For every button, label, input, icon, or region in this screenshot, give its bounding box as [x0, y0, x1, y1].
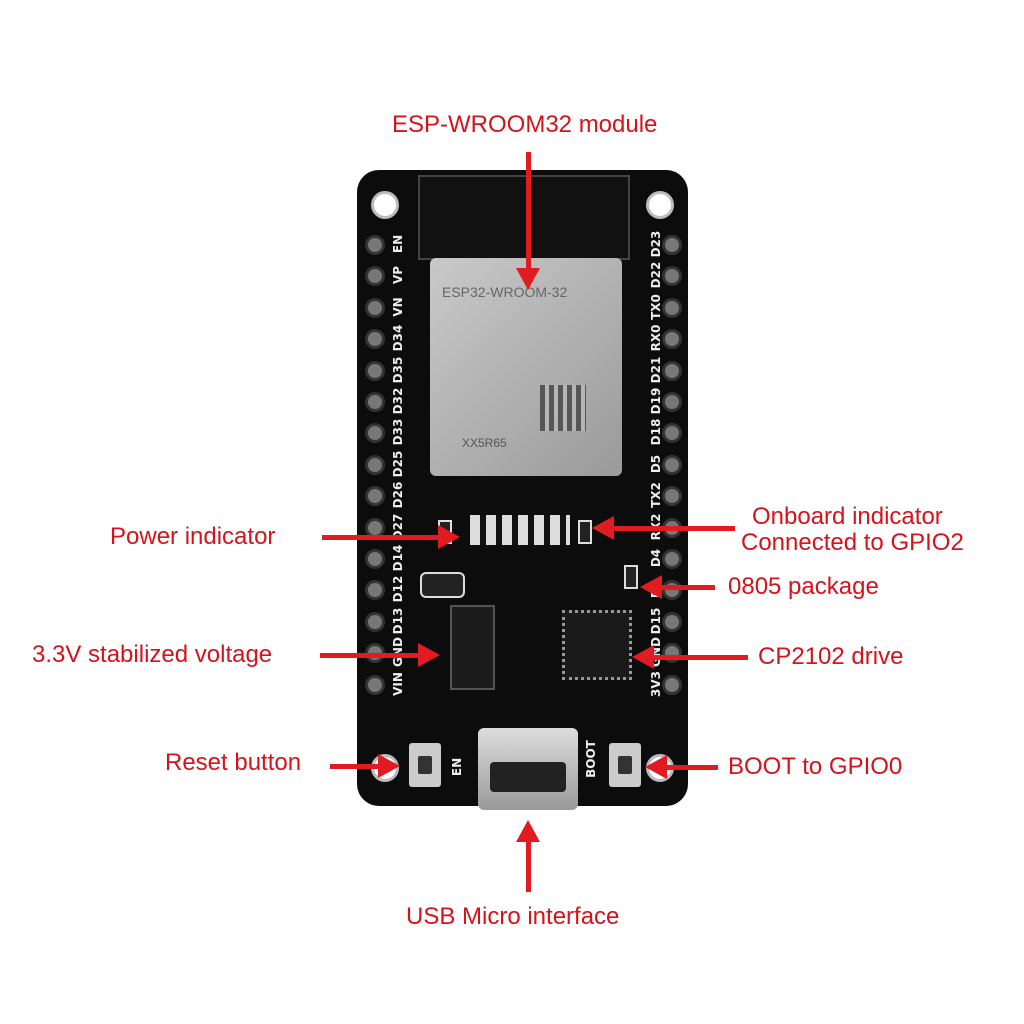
- label-power-indicator: Power indicator: [110, 523, 276, 550]
- label-module: ESP-WROOM32 module: [392, 111, 658, 138]
- arrow-module: [526, 152, 531, 270]
- arrow-head: [645, 755, 667, 779]
- header-pin: [665, 395, 679, 409]
- arrow-head: [438, 525, 460, 549]
- header-pin: [368, 426, 382, 441]
- label-cp2102: CP2102 drive: [758, 643, 904, 670]
- arrow-power: [322, 535, 440, 540]
- header-pin: [665, 614, 679, 629]
- header-pin: [368, 489, 382, 504]
- header-pin: [665, 300, 679, 315]
- arrow-head: [516, 268, 540, 290]
- header-pin: [665, 363, 679, 378]
- 0805-resistor: [624, 565, 638, 589]
- reset-button[interactable]: [409, 743, 441, 787]
- arrow-usb: [526, 840, 531, 892]
- en-label: EN: [450, 757, 464, 777]
- voltage-regulator: [450, 605, 495, 690]
- header-pin: [368, 395, 382, 409]
- antenna-area: [418, 175, 630, 260]
- label-regulator: 3.3V stabilized voltage: [32, 641, 273, 668]
- header-pin: [368, 269, 382, 284]
- header-pin: [665, 426, 679, 441]
- cp2102-chip: [562, 610, 632, 680]
- header-pin: [368, 583, 382, 598]
- header-pin: [368, 677, 382, 692]
- label-0805-package: 0805 package: [728, 573, 879, 600]
- arrow-head: [378, 754, 400, 778]
- header-pin: [368, 332, 382, 347]
- header-pin: [665, 677, 679, 692]
- arrow-regulator: [320, 653, 420, 658]
- module-text: ESP32-WROOM-32: [442, 284, 568, 300]
- header-pin: [665, 332, 679, 347]
- module-code: XX5R65: [462, 436, 507, 450]
- esp-wroom32-module: ESP32-WROOM-32: [430, 258, 622, 476]
- pin-label: VIN: [391, 671, 405, 696]
- arrow-head: [516, 820, 540, 842]
- header-pin: [665, 552, 679, 566]
- arrow-head: [592, 516, 614, 540]
- arrow-reset: [330, 764, 380, 769]
- boot-button[interactable]: [609, 743, 641, 787]
- label-onboard-indicator: Onboard indicator: [752, 503, 943, 530]
- label-usb: USB Micro interface: [406, 903, 620, 930]
- arrow-boot: [665, 765, 718, 770]
- usb-micro-port[interactable]: [478, 728, 578, 810]
- label-reset: Reset button: [165, 749, 302, 776]
- header-pin: [368, 300, 382, 315]
- arrow-onboard: [612, 526, 735, 531]
- header-pin: [368, 238, 382, 252]
- mounting-hole: [646, 191, 674, 219]
- header-pin: [665, 489, 679, 504]
- label-boot: BOOT to GPIO0: [728, 753, 903, 780]
- header-pin: [665, 457, 679, 472]
- arrow-cp2102: [652, 655, 748, 660]
- header-pin: [368, 614, 382, 629]
- header-pin: [368, 363, 382, 378]
- label-onboard-gpio2: Connected to GPIO2: [741, 529, 964, 556]
- crystal: [420, 572, 465, 598]
- gpio2-led: [578, 520, 592, 544]
- header-pin: [368, 552, 382, 566]
- boot-label: BOOT: [584, 740, 598, 778]
- pin-label: 3V3: [649, 670, 663, 697]
- arrow-package: [660, 585, 715, 590]
- arrow-head: [632, 645, 654, 669]
- header-pin: [665, 238, 679, 252]
- header-pin: [665, 269, 679, 284]
- arrow-head: [640, 575, 662, 599]
- smd-components: [470, 515, 570, 545]
- arrow-head: [418, 643, 440, 667]
- qr-code: [540, 385, 586, 431]
- header-pin: [368, 457, 382, 472]
- mounting-hole: [371, 191, 399, 219]
- header-pin: [368, 520, 382, 535]
